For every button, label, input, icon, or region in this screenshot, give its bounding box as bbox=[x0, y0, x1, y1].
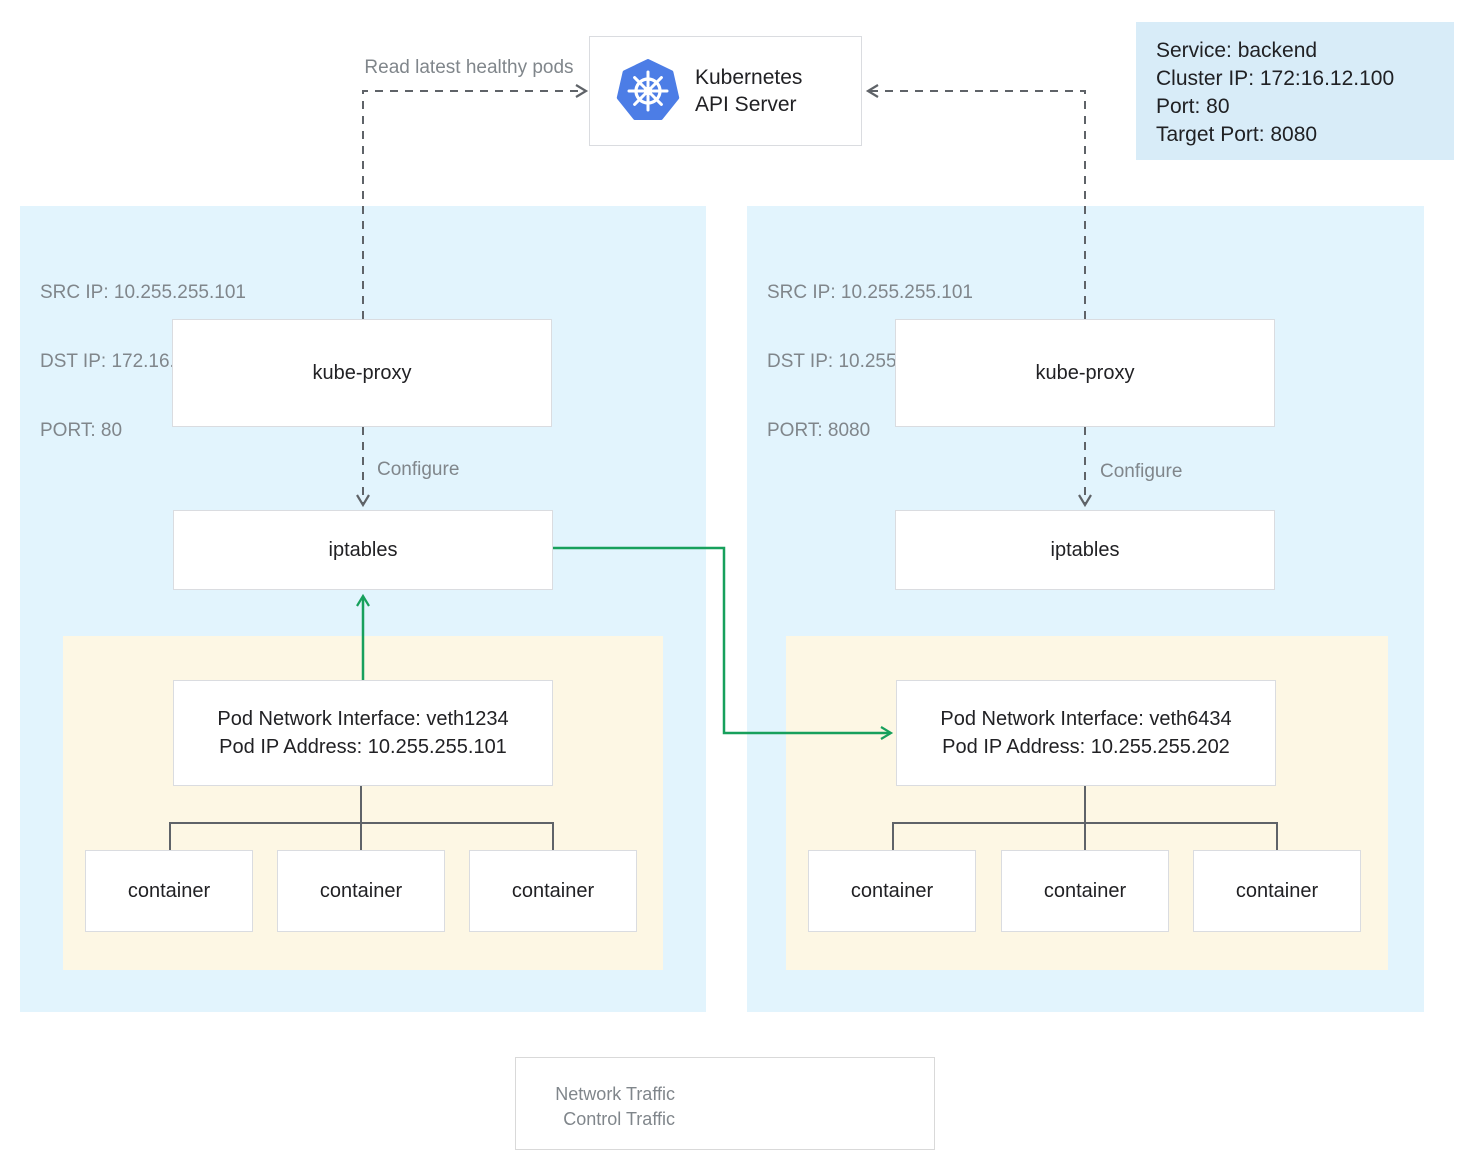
node-left-src-ip: SRC IP: 10.255.255.101 bbox=[40, 282, 246, 303]
api-server-title-line1: Kubernetes bbox=[695, 66, 803, 89]
node-right-src-ip: SRC IP: 10.255.255.101 bbox=[767, 282, 973, 303]
api-server-title: Kubernetes API Server bbox=[695, 64, 802, 118]
legend-box bbox=[515, 1057, 935, 1150]
service-port: Port: 80 bbox=[1156, 95, 1230, 118]
service-target-port: Target Port: 8080 bbox=[1156, 123, 1318, 146]
pod-network-interface-box-right: Pod Network Interface: veth6434 Pod IP A… bbox=[896, 680, 1276, 786]
api-server-title-line2: API Server bbox=[695, 93, 797, 116]
container-box: container bbox=[808, 850, 976, 932]
container-box: container bbox=[469, 850, 637, 932]
container-box: container bbox=[277, 850, 445, 932]
kube-proxy-box-left: kube-proxy bbox=[172, 319, 552, 427]
pod-interface-right-line2: Pod IP Address: 10.255.255.202 bbox=[942, 736, 1230, 758]
pod-network-interface-box-left: Pod Network Interface: veth1234 Pod IP A… bbox=[173, 680, 553, 786]
configure-label-right: Configure bbox=[1100, 461, 1183, 482]
read-latest-healthy-pods-label: Read latest healthy pods bbox=[364, 57, 574, 78]
kube-proxy-box-right: kube-proxy bbox=[895, 319, 1275, 427]
service-info-card: Service: backend Cluster IP: 172:16.12.1… bbox=[1136, 22, 1454, 160]
pod-interface-right-line1: Pod Network Interface: veth6434 bbox=[940, 708, 1232, 730]
container-box: container bbox=[1193, 850, 1361, 932]
pod-interface-left-line1: Pod Network Interface: veth1234 bbox=[217, 708, 509, 730]
container-box: container bbox=[85, 850, 253, 932]
service-cluster-ip: Cluster IP: 172:16.12.100 bbox=[1156, 67, 1395, 90]
pod-interface-left-line2: Pod IP Address: 10.255.255.101 bbox=[219, 736, 507, 758]
legend-network-traffic-label: Network Traffic bbox=[555, 1084, 675, 1104]
iptables-box-right: iptables bbox=[895, 510, 1275, 590]
service-name: Service: backend bbox=[1156, 39, 1318, 62]
kubernetes-logo-icon bbox=[616, 59, 680, 120]
iptables-box-left: iptables bbox=[173, 510, 553, 590]
configure-label-left: Configure bbox=[377, 459, 460, 480]
container-box: container bbox=[1001, 850, 1169, 932]
node-right-port: PORT: 8080 bbox=[767, 420, 871, 441]
legend-control-traffic-label: Control Traffic bbox=[563, 1109, 675, 1129]
node-left-header: SRC IP: 10.255.255.101 DST IP: 172.16.12… bbox=[40, 235, 246, 488]
node-left-port: PORT: 80 bbox=[40, 420, 123, 441]
kubernetes-api-server-box: Kubernetes API Server bbox=[589, 36, 862, 146]
